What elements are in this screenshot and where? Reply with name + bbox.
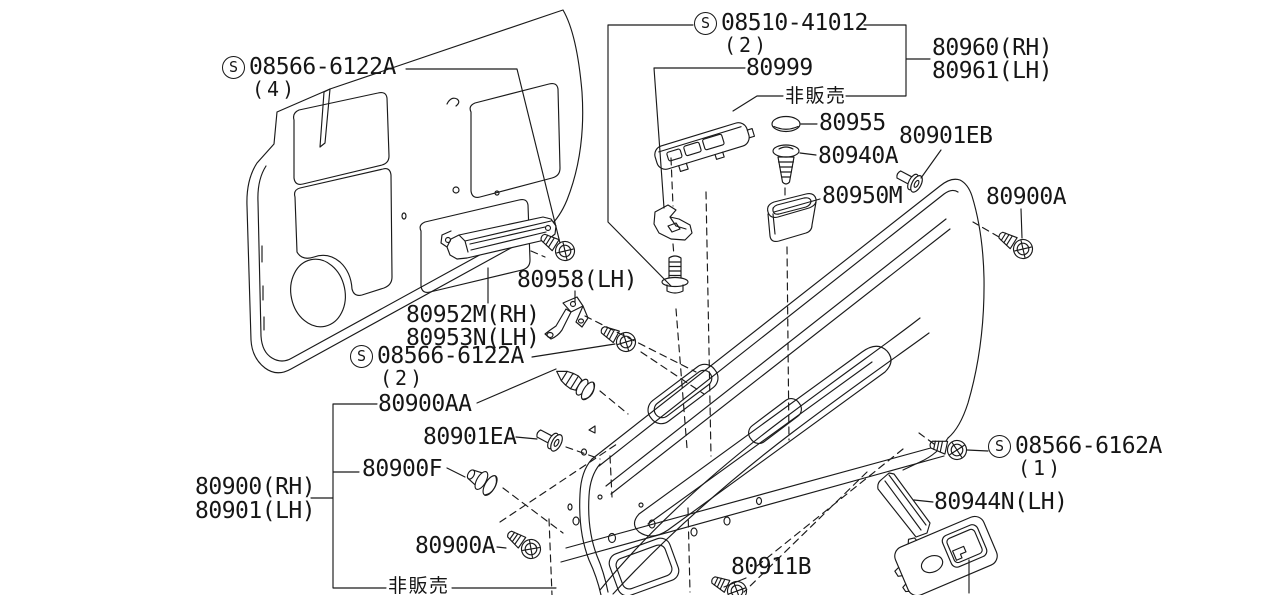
label-80900a-upper: 80900A [986,184,1067,210]
standard-part-s-icon: S [694,11,717,35]
label-80900a-lower: 80900A [415,533,496,559]
label-80900-rh: 80900(RH) [195,474,316,500]
grommet-80900f-icon [462,462,501,499]
label-08566-6122a-x2: S 08566-6122A (2) [350,344,524,388]
label-80950m: 80950M [822,183,903,209]
screw-icon-80900a-lower [502,524,545,563]
label-80900aa: 80900AA [378,391,472,417]
switch-opening [647,363,719,425]
tapping-screw-08510-icon [661,255,689,294]
standard-part-s-icon: S [988,434,1011,458]
part-number: 08566-6162A [1015,433,1162,459]
label-08510-41012-x2: S 08510-41012 (2) [694,11,868,55]
leader-lines [310,24,1023,594]
label-80953n-lh: 80953N(LH) [406,325,540,351]
clip-80901ea-icon [532,424,566,454]
standard-part-s-icon: S [222,55,245,79]
label-80944n-lh: 80944N(LH) [934,489,1068,515]
screw-icon-6162a [927,434,969,462]
pull-handle-80952m [440,216,557,260]
door-trim-panel-drawing [560,178,985,595]
switch-finisher-80960 [654,122,756,172]
label-80900f: 80900F [362,456,443,482]
label-08566-6162a-x1: S 08566-6162A (1) [988,434,1162,478]
assembly-dashed-lines [499,157,1000,595]
part-number: 08566-6122A [377,343,524,369]
part-number: 08566-6122A [249,54,396,80]
armrest-slot [748,397,802,445]
label-not-sold-bottom: 非販売 [388,575,450,595]
part-qty: (2) [380,366,426,390]
trim-strip-80944n [877,472,931,538]
label-not-sold-top: 非販売 [785,85,847,107]
lower-opening [608,537,680,595]
switch-bracket-80999 [653,204,693,241]
part-number: 08510-41012 [721,10,868,36]
escutcheon-finisher [894,515,998,595]
part-qty: (1) [1018,456,1064,480]
label-80958-lh: 80958(LH) [517,267,638,293]
label-80911b: 80911B [731,554,812,580]
label-80901-lh: 80901(LH) [195,498,316,524]
speaker-hole [290,258,346,328]
part-qty: (4) [252,77,298,101]
cap-80955-icon [771,115,801,133]
screw-icon-80900a-upper [994,225,1037,263]
grommet-screw-80940a-icon [772,144,800,185]
screw-icon-6122a-2 [596,320,640,356]
label-80960-rh: 80960(RH) [932,35,1053,61]
push-clip-80900aa-icon [550,362,599,403]
label-80901ea: 80901EA [423,424,517,450]
label-08566-6122a-x4: S 08566-6122A (4) [222,55,396,99]
label-80961-lh: 80961(LH) [932,58,1053,84]
label-80999: 80999 [746,55,813,81]
label-80901eb: 80901EB [899,123,993,149]
label-80940a: 80940A [818,143,899,169]
label-80955: 80955 [819,110,886,136]
part-qty: (2) [724,33,770,57]
standard-part-s-icon: S [350,344,373,368]
bracket-80958 [544,296,589,340]
label-80952m-rh: 80952M(RH) [406,302,540,328]
pocket-80950m [767,192,817,243]
